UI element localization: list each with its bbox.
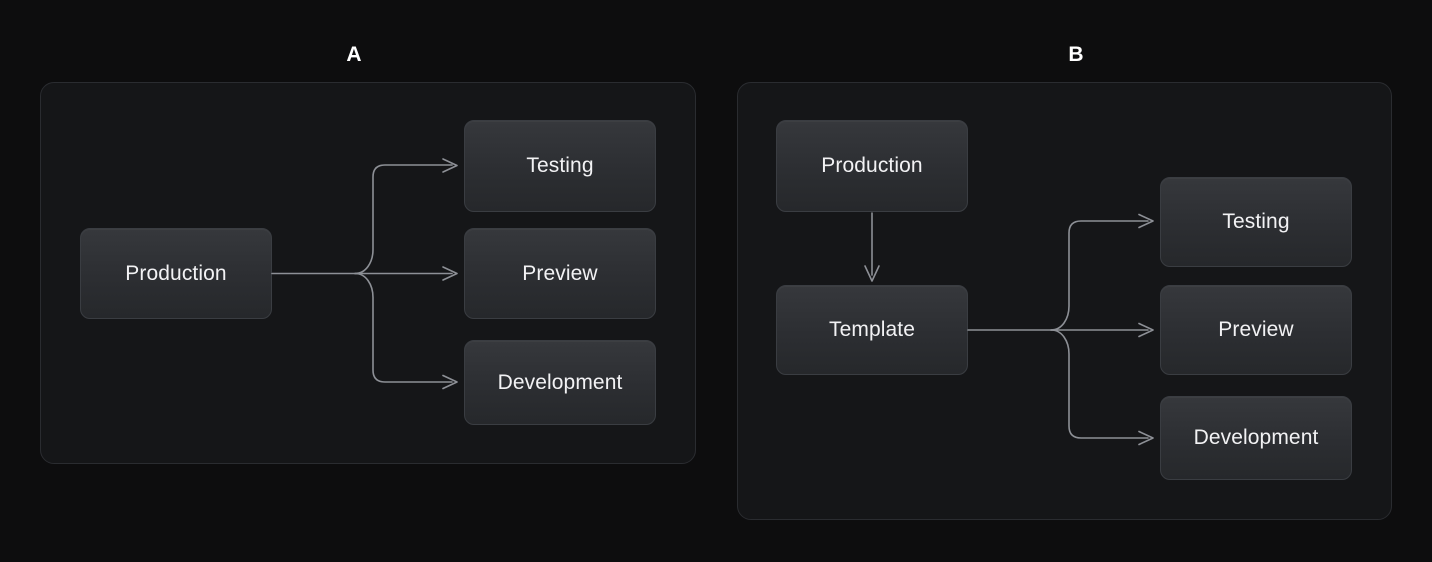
node-a-testing[interactable]: Testing — [464, 120, 656, 212]
node-a-development[interactable]: Development — [464, 340, 656, 425]
node-b-template[interactable]: Template — [776, 285, 968, 375]
node-a-preview[interactable]: Preview — [464, 228, 656, 319]
panel-b-label: B — [1068, 43, 1084, 66]
node-b-production[interactable]: Production — [776, 120, 968, 212]
node-b-preview[interactable]: Preview — [1160, 285, 1352, 375]
node-b-testing[interactable]: Testing — [1160, 177, 1352, 267]
node-a-production[interactable]: Production — [80, 228, 272, 319]
panel-a-label: A — [346, 43, 362, 66]
node-b-development[interactable]: Development — [1160, 396, 1352, 480]
